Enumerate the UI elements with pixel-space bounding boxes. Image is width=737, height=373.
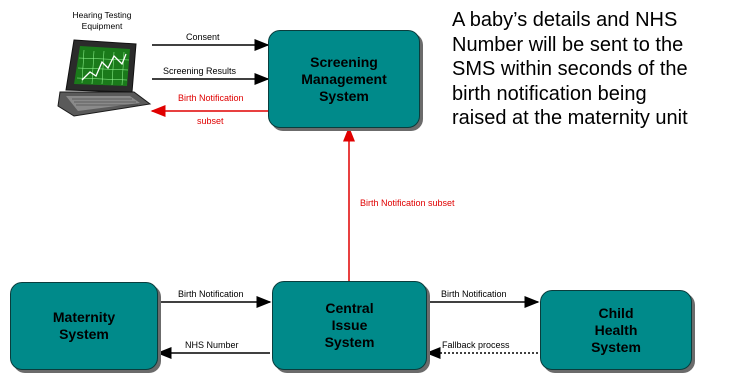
birth-notification-subset-left-label-line1: Birth Notification xyxy=(178,93,244,103)
birth-notification-maternity-label: Birth Notification xyxy=(178,289,244,299)
maternity-system-node: Maternity System xyxy=(10,282,158,370)
equipment-label: Hearing Testing Equipment xyxy=(72,10,132,31)
fallback-process-label: Fallback process xyxy=(442,340,510,350)
screening-management-system-node: Screening Management System xyxy=(268,30,420,128)
central-issue-system-node: Central Issue System xyxy=(272,281,427,370)
birth-notification-subset-vertical-label: Birth Notification subset xyxy=(360,198,455,208)
birth-notification-subset-left-label-line2: subset xyxy=(197,116,224,126)
child-health-system-node: Child Health System xyxy=(540,290,692,370)
description-text: A baby’s details and NHS Number will be … xyxy=(452,9,688,129)
consent-label: Consent xyxy=(186,32,220,42)
nhs-number-label: NHS Number xyxy=(185,340,239,350)
screening-results-label: Screening Results xyxy=(163,66,237,76)
birth-notification-child-label: Birth Notification xyxy=(441,289,507,299)
laptop-icon xyxy=(57,39,152,117)
